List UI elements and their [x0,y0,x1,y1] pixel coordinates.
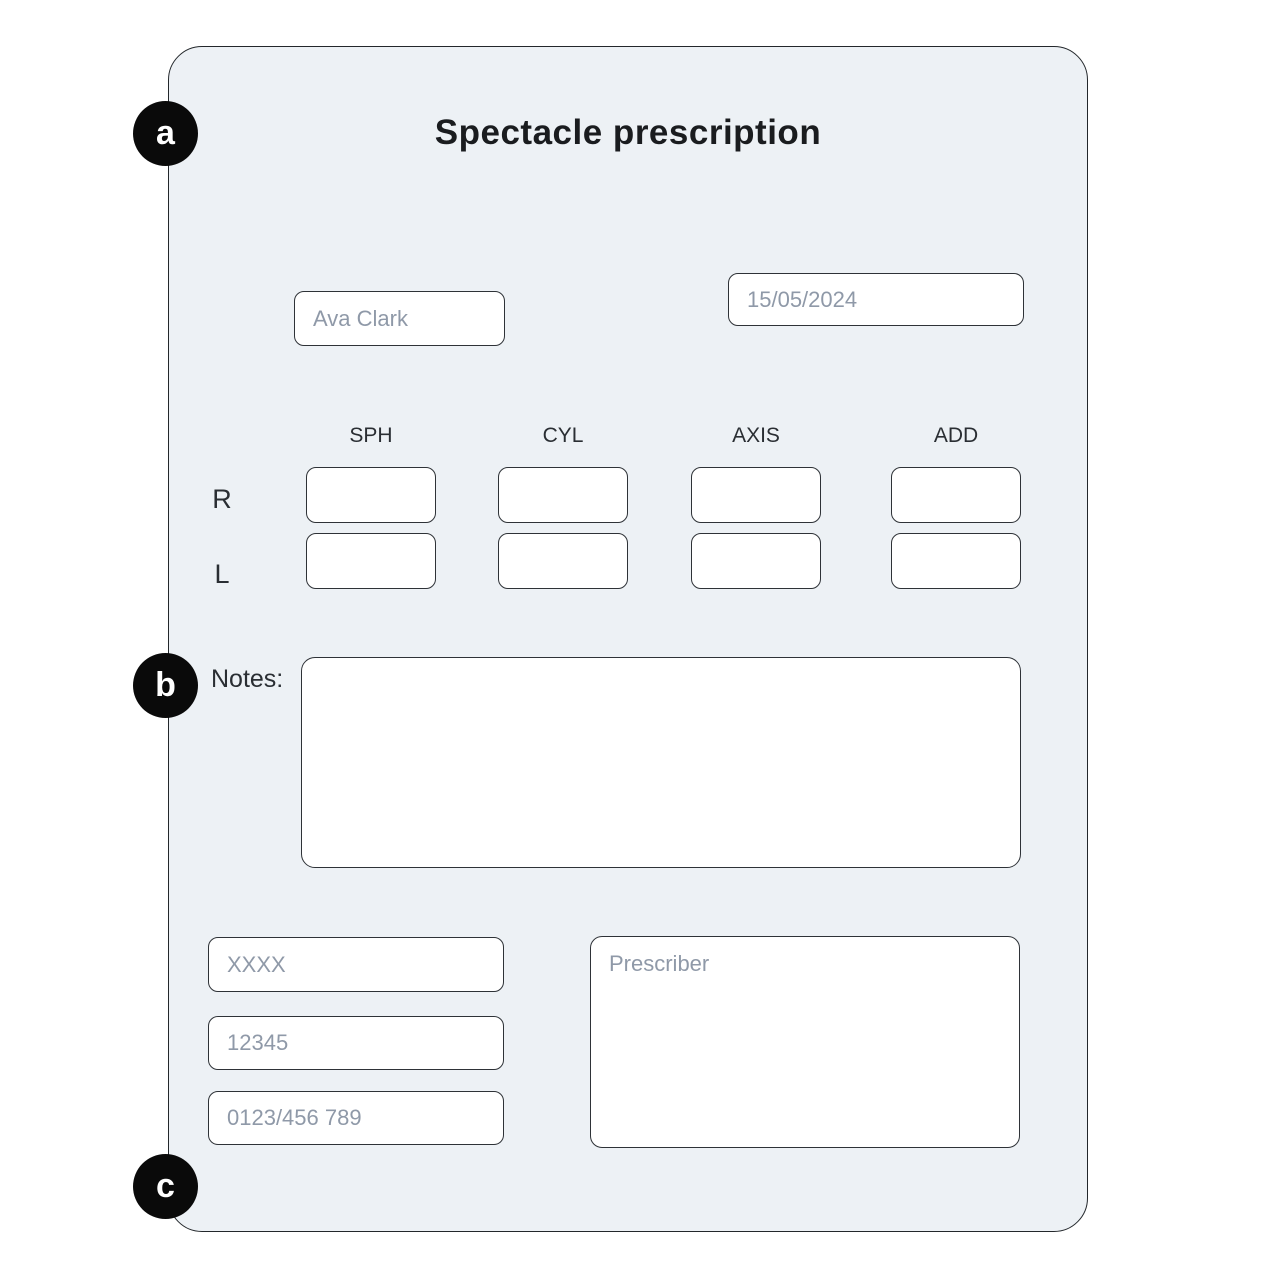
rx-input-r-sph[interactable] [306,467,436,523]
code-input[interactable] [208,937,504,992]
phone-number-input[interactable] [208,1091,504,1145]
rx-input-r-axis[interactable] [691,467,821,523]
row-label-right-eye: R [212,484,232,514]
annotation-badge-c-label: c [156,1167,175,1205]
notes-textarea[interactable] [301,657,1021,868]
page-title: Spectacle prescription [434,113,822,152]
column-header-sph: SPH [349,424,393,447]
rx-input-r-cyl[interactable] [498,467,628,523]
annotation-badge-b: b [133,653,198,718]
rx-input-l-sph[interactable] [306,533,436,589]
rx-input-l-axis[interactable] [691,533,821,589]
annotation-badge-a-label: a [156,114,175,152]
annotation-badge-a: a [133,101,198,166]
annotation-badge-c: c [133,1154,198,1219]
annotation-badge-b-label: b [155,666,176,704]
prescription-date-input[interactable] [728,273,1024,326]
rx-input-l-add[interactable] [891,533,1021,589]
id-number-input[interactable] [208,1016,504,1070]
patient-name-input[interactable] [294,291,505,346]
rx-input-l-cyl[interactable] [498,533,628,589]
row-label-left-eye: L [214,559,230,589]
column-header-add: ADD [933,424,979,447]
column-header-cyl: CYL [542,424,584,447]
notes-label: Notes: [211,665,284,693]
column-header-axis: AXIS [732,424,780,447]
prescriber-textarea[interactable] [590,936,1020,1148]
rx-input-r-add[interactable] [891,467,1021,523]
prescription-card: Spectacle prescription SPH CYL AXIS ADD … [168,46,1088,1232]
